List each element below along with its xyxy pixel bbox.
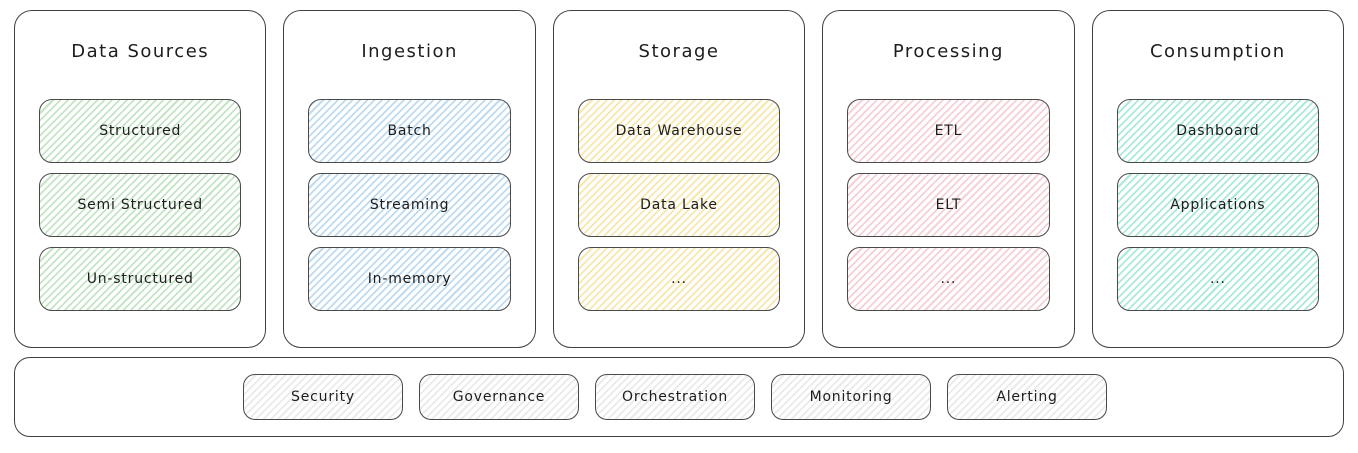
layer-consumption: Consumption Dashboard Applications ... [1091, 10, 1345, 348]
layer-nodes: Data Warehouse Data Lake ... [577, 99, 781, 311]
layers-row: Data Sources Structured Semi Structured … [14, 10, 1345, 348]
layer-title: Storage [638, 41, 720, 62]
layer-storage: Storage Data Warehouse Data Lake ... [552, 10, 806, 348]
layer-nodes: ETL ELT ... [847, 99, 1050, 311]
node-data-warehouse: Data Warehouse [577, 99, 781, 163]
pill-orchestration: Orchestration [595, 374, 755, 420]
node-dashboard: Dashboard [1116, 99, 1320, 163]
layer-nodes: Dashboard Applications ... [1116, 99, 1320, 311]
node-applications: Applications [1116, 173, 1320, 237]
node-structured: Structured [39, 99, 242, 163]
pill-monitoring: Monitoring [771, 374, 931, 420]
node-data-lake: Data Lake [577, 173, 781, 237]
node-batch: Batch [308, 99, 511, 163]
layer-title: Data Sources [71, 41, 210, 62]
node-semi-structured: Semi Structured [39, 173, 242, 237]
pill-alerting: Alerting [947, 374, 1107, 420]
layer-data-sources: Data Sources Structured Semi Structured … [14, 10, 267, 348]
layer-processing: Processing ETL ELT ... [822, 10, 1075, 348]
layer-nodes: Batch Streaming In-memory [308, 99, 511, 311]
layer-title: Ingestion [361, 41, 458, 62]
node-storage-more: ... [577, 247, 781, 311]
layer-title: Processing [892, 41, 1004, 62]
node-in-memory: In-memory [308, 247, 511, 311]
node-consumption-more: ... [1116, 247, 1320, 311]
layer-ingestion: Ingestion Batch Streaming In-memory [283, 10, 536, 348]
node-etl: ETL [847, 99, 1050, 163]
pill-security: Security [243, 374, 403, 420]
pill-governance: Governance [419, 374, 579, 420]
node-elt: ELT [847, 173, 1050, 237]
cross-cutting-bar: Security Governance Orchestration Monito… [14, 357, 1344, 437]
layer-nodes: Structured Semi Structured Un-structured [39, 99, 242, 311]
node-processing-more: ... [847, 247, 1050, 311]
node-streaming: Streaming [308, 173, 511, 237]
layer-title: Consumption [1149, 41, 1286, 62]
node-un-structured: Un-structured [39, 247, 242, 311]
